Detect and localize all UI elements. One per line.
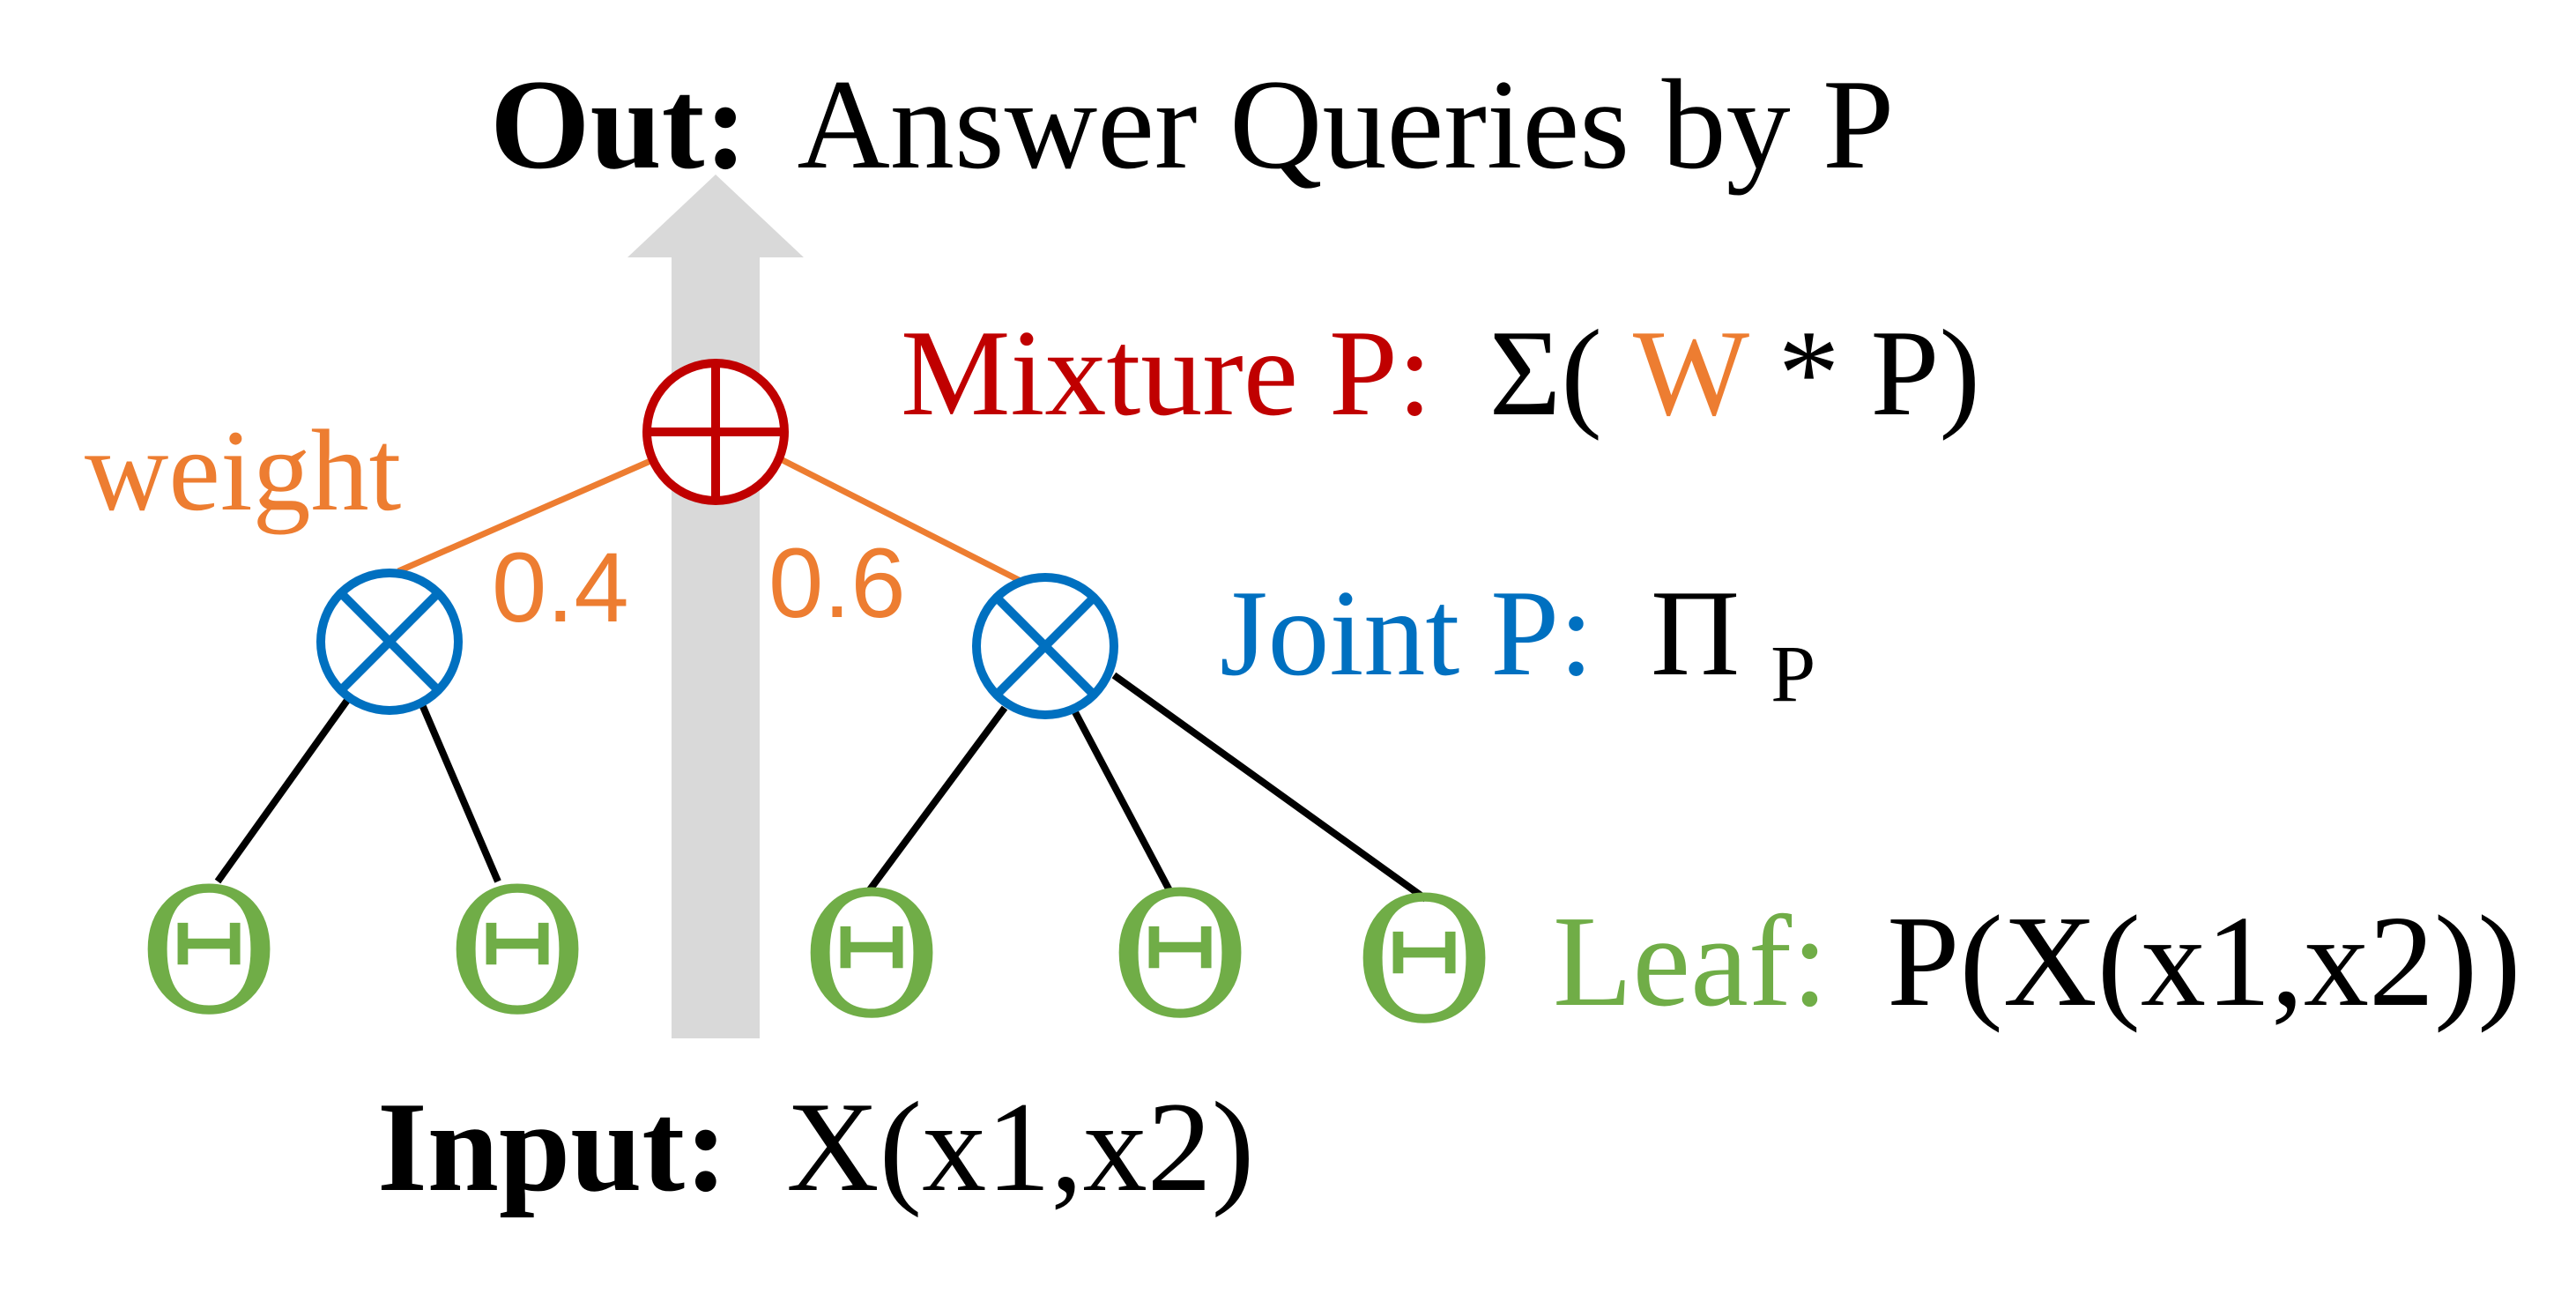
leaf-1: Θ <box>138 852 280 1053</box>
mixture-formula-open: Σ( <box>1489 305 1602 442</box>
weight-label: weight <box>85 405 401 535</box>
product-node-right-cross-b <box>993 594 1097 698</box>
weight-value-left: 0.4 <box>492 532 629 643</box>
leaf-4: Θ <box>1110 856 1251 1057</box>
edge-sum-to-left-product <box>397 457 652 575</box>
mixture-label: Mixture P: <box>901 305 1432 442</box>
leaf-2: Θ <box>447 852 589 1053</box>
leaf-formula: P(X(x1,x2)) <box>1887 889 2520 1034</box>
edge-right-product-to-leaf-3 <box>865 705 1008 895</box>
joint-formula: Π <box>1651 565 1740 702</box>
edge-sum-to-right-product <box>779 456 1024 585</box>
mixture-formula-weight: W <box>1633 305 1749 442</box>
leaf-3: Θ <box>801 856 943 1057</box>
weight-value-right: 0.6 <box>768 528 906 638</box>
product-node-left <box>316 569 463 715</box>
mixture-formula-rest: * P) <box>1778 305 1980 442</box>
joint-label-line: Joint P: Π P <box>1220 565 1815 718</box>
leaf-label-line: Leaf: P(X(x1,x2)) <box>1553 889 2521 1034</box>
joint-label: Joint P: <box>1220 565 1593 702</box>
product-node-left-cross-b <box>338 590 442 694</box>
output-title: Out: Answer Queries by P <box>490 53 1894 196</box>
product-node-right <box>972 573 1118 719</box>
input-label-line: Input: X(x1,x2) <box>377 1075 1254 1218</box>
input-prefix: Input: <box>377 1075 728 1218</box>
edge-left-product-to-leaf-2 <box>418 701 501 883</box>
sum-node <box>642 359 789 505</box>
edge-right-product-to-leaf-5 <box>1111 672 1429 903</box>
leaf-label: Leaf: <box>1553 889 1828 1034</box>
output-text: Answer Queries by P <box>797 53 1894 196</box>
mixture-label-line: Mixture P: Σ( W * P) <box>901 305 1980 442</box>
leaf-5: Θ <box>1354 861 1496 1062</box>
output-prefix: Out: <box>490 53 747 196</box>
edge-left-product-to-leaf-1 <box>214 696 352 884</box>
edge-right-product-to-leaf-4 <box>1072 710 1174 894</box>
joint-formula-subscript: P <box>1771 628 1815 718</box>
input-text: X(x1,x2) <box>786 1075 1254 1218</box>
